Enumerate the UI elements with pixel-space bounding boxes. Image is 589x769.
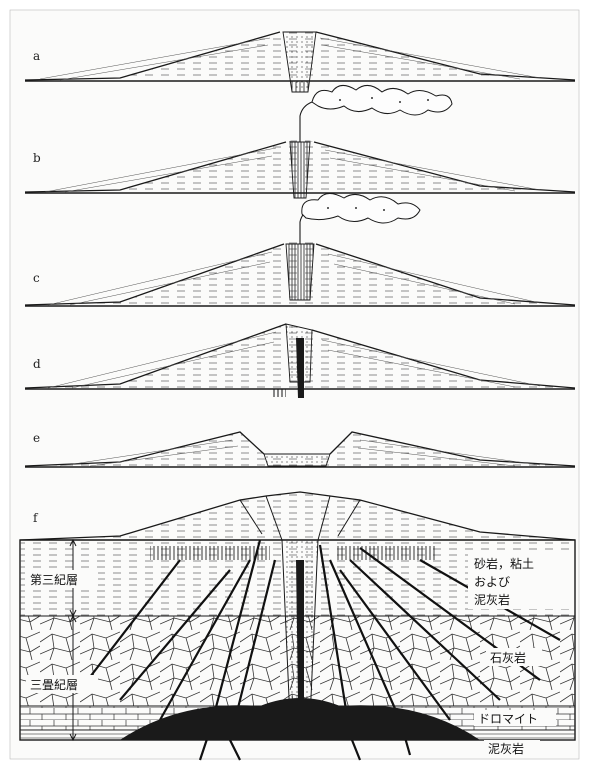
label-marl-upper: 泥灰岩 — [474, 592, 510, 607]
label-marl-lower: 泥灰岩 — [488, 741, 524, 756]
panel-b-letter: b — [33, 151, 41, 165]
panel-d-letter: d — [33, 357, 41, 371]
label-limestone: 石灰岩 — [490, 650, 526, 665]
label-tertiary: 第三紀層 — [30, 573, 78, 587]
panel-e-letter: e — [33, 431, 40, 445]
label-and: および — [474, 575, 510, 589]
panel-c-letter: c — [33, 271, 40, 285]
label-triassic: 三畳紀層 — [30, 678, 78, 692]
label-sandstone-clay: 砂岩，粘土 — [474, 556, 534, 571]
label-dolomite: ドロマイト — [478, 712, 538, 726]
panel-a-letter: a — [33, 49, 40, 63]
